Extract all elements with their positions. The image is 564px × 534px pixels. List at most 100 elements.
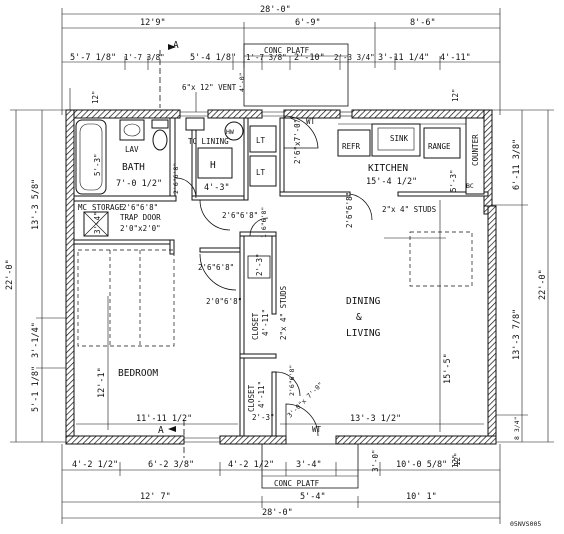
trap-door-dim: 2'0"x2'0" bbox=[120, 224, 161, 233]
dim-top-right: 8'-6" bbox=[410, 18, 436, 28]
kitchen-door-dim: 2'6"x7'-0" bbox=[293, 119, 302, 164]
dining-label: DINING bbox=[346, 296, 381, 307]
heater-label: H bbox=[210, 160, 216, 171]
left-dimension-lines bbox=[10, 88, 71, 443]
conc-platform-top-label: CONC PLATF bbox=[264, 46, 310, 55]
section-mark-bottom-label: A bbox=[158, 425, 164, 436]
tc-lining-label: TC LINING bbox=[188, 137, 229, 146]
section-mark-top bbox=[159, 44, 176, 108]
wt-top-leader bbox=[289, 117, 301, 123]
dim-bottom-overall: 28'-0" bbox=[262, 508, 293, 518]
dim-bottom-row-2: 4'-2 1/2" bbox=[228, 460, 274, 470]
lt1-label: LT bbox=[256, 136, 266, 145]
living-label: LIVING bbox=[346, 328, 381, 339]
closet2-door-dim: 2'6"6'8" bbox=[288, 365, 296, 396]
dim-left-lower: 5'-1 1/8" bbox=[31, 366, 41, 412]
wt-top-label: WT bbox=[306, 117, 316, 126]
sink-label: SINK bbox=[390, 134, 409, 143]
conc-platform-top bbox=[243, 43, 349, 107]
mc-label: MC bbox=[78, 203, 87, 212]
bedroom-door-dim: 2'6"6'8" bbox=[198, 263, 234, 272]
bath-door-swing bbox=[175, 177, 197, 199]
laundry-tub-1 bbox=[249, 125, 277, 153]
sink bbox=[371, 123, 421, 157]
dim-top-row-6: 3'-11 1/4" bbox=[378, 53, 429, 63]
dim-right-overall: 22'-0" bbox=[538, 269, 548, 300]
dim-top-row-4: 2'-10" bbox=[294, 53, 325, 63]
lavatory bbox=[119, 119, 145, 141]
dim-top-left: 12'9" bbox=[140, 18, 166, 28]
heater-door-dim: 2'6"6'8" bbox=[222, 211, 258, 220]
dim-top-row-0: 5'-7 1/8" bbox=[70, 53, 116, 63]
linen-door-dim: 1'6"6'8" bbox=[260, 207, 268, 238]
living-height-dim: 15'-5" bbox=[443, 353, 453, 384]
counter bbox=[465, 117, 485, 195]
dim-bottom-row-0: 4'-2 1/2" bbox=[72, 460, 118, 470]
front-door-swing bbox=[285, 403, 319, 437]
living-width-dim: 13'-3 1/2" bbox=[350, 414, 401, 424]
exterior-walls bbox=[65, 109, 497, 445]
counter-label: COUNTER bbox=[471, 134, 480, 166]
dim-bottom-row-5: 10'-0 5/8" bbox=[396, 460, 447, 470]
heater-dim: 4'-3" bbox=[204, 183, 230, 193]
bathtub bbox=[75, 119, 107, 195]
refr-label: REFR bbox=[342, 142, 361, 151]
kitchen-label: KITCHEN bbox=[368, 163, 408, 174]
closet1-label: CLOSET bbox=[251, 312, 260, 340]
dim-top-overall: 28'-0" bbox=[260, 5, 291, 15]
closet2-label: CLOSET bbox=[247, 384, 256, 412]
kitchen-door-swing bbox=[283, 115, 319, 149]
storage-label: STORAGE bbox=[92, 203, 124, 212]
trap-door-label: TRAP DOOR bbox=[120, 213, 161, 222]
dim-right-13-3: 13'-3 7/8" bbox=[512, 309, 522, 360]
bedroom-door-swing bbox=[199, 253, 237, 291]
laundry-tub-2 bbox=[249, 155, 277, 187]
dim-left-upper: 13'-3 5/8" bbox=[31, 179, 41, 230]
dim-right-12-bot: 12" bbox=[451, 454, 460, 468]
closet-studs-label: 2"x 4" STUDS bbox=[279, 285, 288, 340]
bed bbox=[77, 249, 175, 347]
vent-box bbox=[185, 117, 205, 131]
dim-bottom-row-4: 3'-0" bbox=[371, 449, 380, 472]
hot-water-heater bbox=[224, 121, 244, 141]
dim-top-row-3: 1'-7 3/8" bbox=[246, 53, 287, 62]
right-dimension-lines bbox=[490, 109, 554, 443]
dim-bottom-row-6: 12" bbox=[453, 452, 462, 466]
bath-label: BATH bbox=[122, 162, 145, 173]
dim-bottom-10-1: 10' 1" bbox=[406, 492, 437, 502]
closet2-door-swing bbox=[275, 371, 301, 397]
section-mark-bottom bbox=[168, 420, 185, 458]
dim-left-overall: 22'-0" bbox=[5, 259, 15, 290]
bedroom-width-dim: 11'-11 1/2" bbox=[136, 414, 192, 424]
linen-door-swing bbox=[249, 217, 269, 237]
dim-left-12: 12" bbox=[91, 90, 100, 104]
lt2-label: LT bbox=[256, 168, 266, 177]
closet-door-dim: 2'0"6'8" bbox=[206, 297, 242, 306]
dim-2-3-b: 2'-3" bbox=[252, 413, 275, 422]
toilet bbox=[151, 119, 169, 151]
range bbox=[423, 127, 461, 159]
section-mark-top-label: A bbox=[173, 40, 179, 51]
dim-top-row-5: 2'-3 3/4" bbox=[334, 53, 375, 62]
dim-right-8-3-4: 8 3/4" bbox=[513, 417, 521, 440]
bath-dim: 7'-0 1/2" bbox=[116, 179, 162, 189]
dim-top-row-7: 4'-11" bbox=[440, 53, 471, 63]
bath-side-dim: 5'-3" bbox=[93, 153, 102, 176]
dim-bottom-row-1: 6'-2 3/8" bbox=[148, 460, 194, 470]
storage-side-dim: 3'-4" bbox=[93, 211, 102, 234]
dim-right-6-11: 6'-11 3/8" bbox=[512, 139, 522, 190]
heater-door-swing bbox=[199, 199, 231, 231]
dining-table bbox=[384, 231, 473, 287]
heater bbox=[197, 147, 233, 179]
drawing-id: 05NVS005 bbox=[510, 520, 541, 528]
dim-bottom-12-7: 12' 7" bbox=[140, 492, 171, 502]
top-dimension-lines bbox=[61, 8, 501, 115]
dim-top-row-2: 5'-4 1/8" bbox=[190, 53, 236, 63]
conc-platform-bottom bbox=[261, 443, 359, 489]
amp-label: & bbox=[356, 312, 362, 323]
dim-left-3-1-4: 3'-1/4" bbox=[31, 322, 41, 358]
range-label: RANGE bbox=[428, 142, 451, 151]
bc-label: BC bbox=[466, 182, 474, 190]
closet1-dim: 4'-11" bbox=[261, 309, 270, 336]
